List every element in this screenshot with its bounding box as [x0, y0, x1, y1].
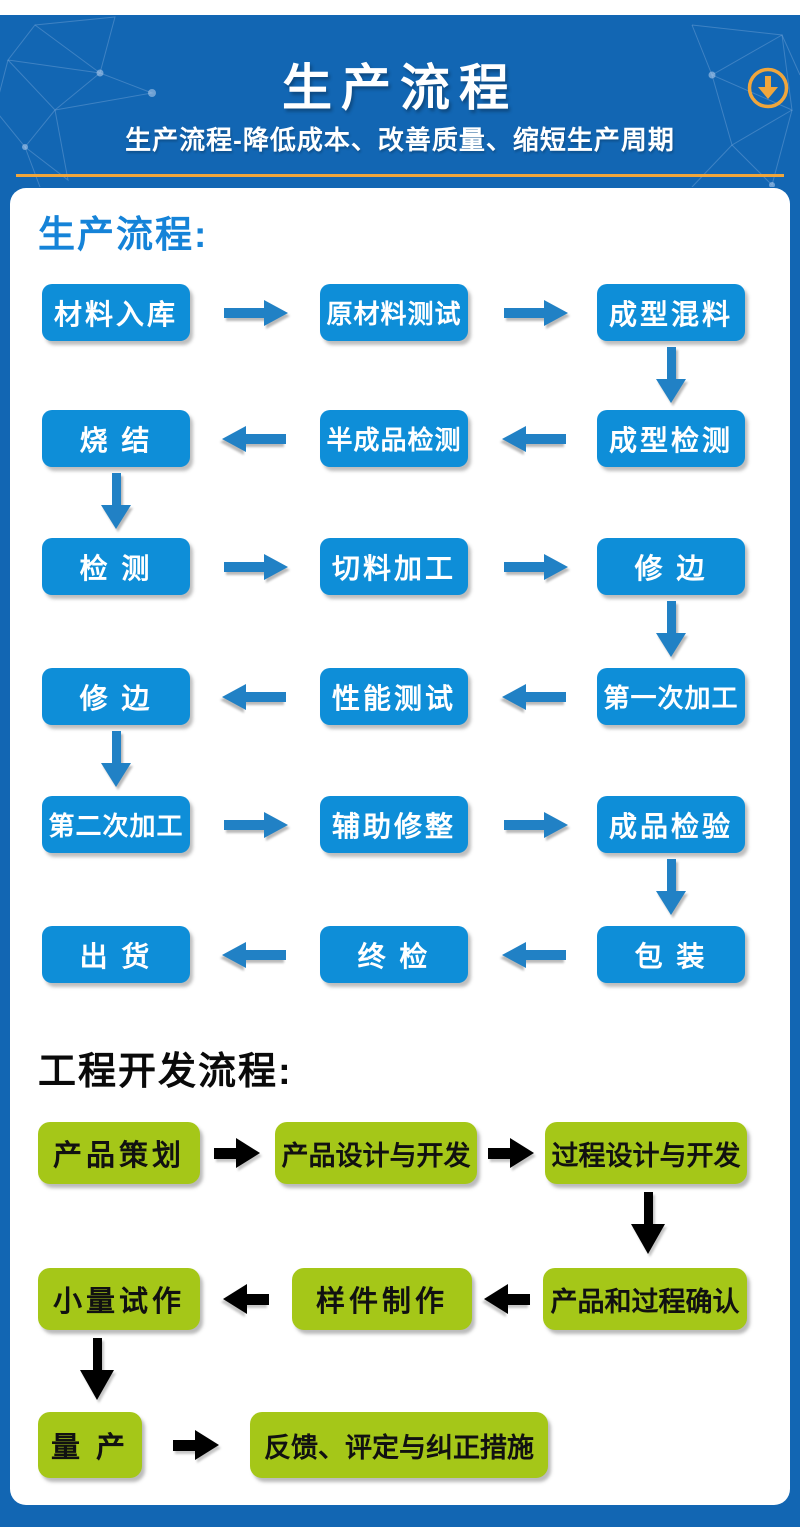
engineering-flow-heading: 工程开发流程: — [38, 1051, 293, 1093]
arrow-down-icon — [656, 859, 686, 915]
eng-step-box: 量 产 — [38, 1412, 142, 1478]
arrow-left-icon — [502, 426, 568, 452]
prod-step-box: 修 边 — [42, 668, 190, 725]
arrow-right-icon — [214, 1138, 260, 1168]
prod-step-box: 成型检测 — [597, 410, 745, 467]
prod-step-box: 出 货 — [42, 926, 190, 983]
network-pattern-right-icon — [691, 24, 800, 187]
top-strip — [0, 0, 800, 15]
eng-step-box: 反馈、评定与纠正措施 — [250, 1412, 548, 1478]
prod-step-box: 原材料测试 — [320, 284, 468, 341]
page-title: 生产流程 — [282, 60, 518, 116]
arrow-left-icon — [222, 426, 288, 452]
arrow-down-icon — [631, 1192, 665, 1254]
prod-step-box: 成品检验 — [597, 796, 745, 853]
prod-step-box: 性能测试 — [320, 668, 468, 725]
arrow-left-icon — [222, 942, 288, 968]
arrow-down-icon — [80, 1338, 114, 1400]
prod-step-box: 辅助修整 — [320, 796, 468, 853]
prod-step-box: 烧 结 — [42, 410, 190, 467]
prod-step-box: 检 测 — [42, 538, 190, 595]
arrow-left-icon — [502, 684, 568, 710]
prod-step-box: 材料入库 — [42, 284, 190, 341]
arrow-left-icon — [223, 1284, 269, 1314]
prod-step-box: 修 边 — [597, 538, 745, 595]
arrow-right-icon — [222, 812, 288, 838]
arrow-right-icon — [488, 1138, 534, 1168]
prod-step-box: 成型混料 — [597, 284, 745, 341]
eng-step-box: 产品设计与开发 — [275, 1122, 477, 1184]
prod-step-box: 第一次加工 — [597, 668, 745, 725]
page-subtitle: 生产流程-降低成本、改善质量、缩短生产周期 — [125, 125, 675, 155]
prod-step-box: 半成品检测 — [320, 410, 468, 467]
prod-step-box: 切料加工 — [320, 538, 468, 595]
eng-step-box: 样件制作 — [292, 1268, 472, 1330]
arrow-right-icon — [502, 300, 568, 326]
divider-line — [16, 174, 784, 177]
eng-step-box: 过程设计与开发 — [545, 1122, 747, 1184]
download-circle-icon[interactable] — [745, 65, 791, 111]
network-pattern-left-icon — [0, 16, 156, 187]
arrow-left-icon — [222, 684, 288, 710]
arrow-right-icon — [222, 554, 288, 580]
arrow-right-icon — [502, 812, 568, 838]
arrow-left-icon — [502, 942, 568, 968]
arrow-right-icon — [222, 300, 288, 326]
prod-step-box: 终 检 — [320, 926, 468, 983]
arrow-down-icon — [656, 601, 686, 657]
eng-step-box: 产品策划 — [38, 1122, 200, 1184]
content-card: 生产流程: 材料入库 原材料测试 成型混料 烧 结 半成品检测 成型检测 检 测… — [10, 188, 790, 1505]
production-flow-heading: 生产流程: — [38, 214, 209, 255]
prod-step-box: 第二次加工 — [42, 796, 190, 853]
prod-step-box: 包 装 — [597, 926, 745, 983]
arrow-down-icon — [101, 473, 131, 529]
eng-step-box: 小量试作 — [38, 1268, 200, 1330]
arrow-down-icon — [101, 731, 131, 787]
arrow-left-icon — [484, 1284, 530, 1314]
arrow-right-icon — [173, 1430, 219, 1460]
arrow-down-icon — [656, 347, 686, 403]
arrow-right-icon — [502, 554, 568, 580]
eng-step-box: 产品和过程确认 — [543, 1268, 747, 1330]
